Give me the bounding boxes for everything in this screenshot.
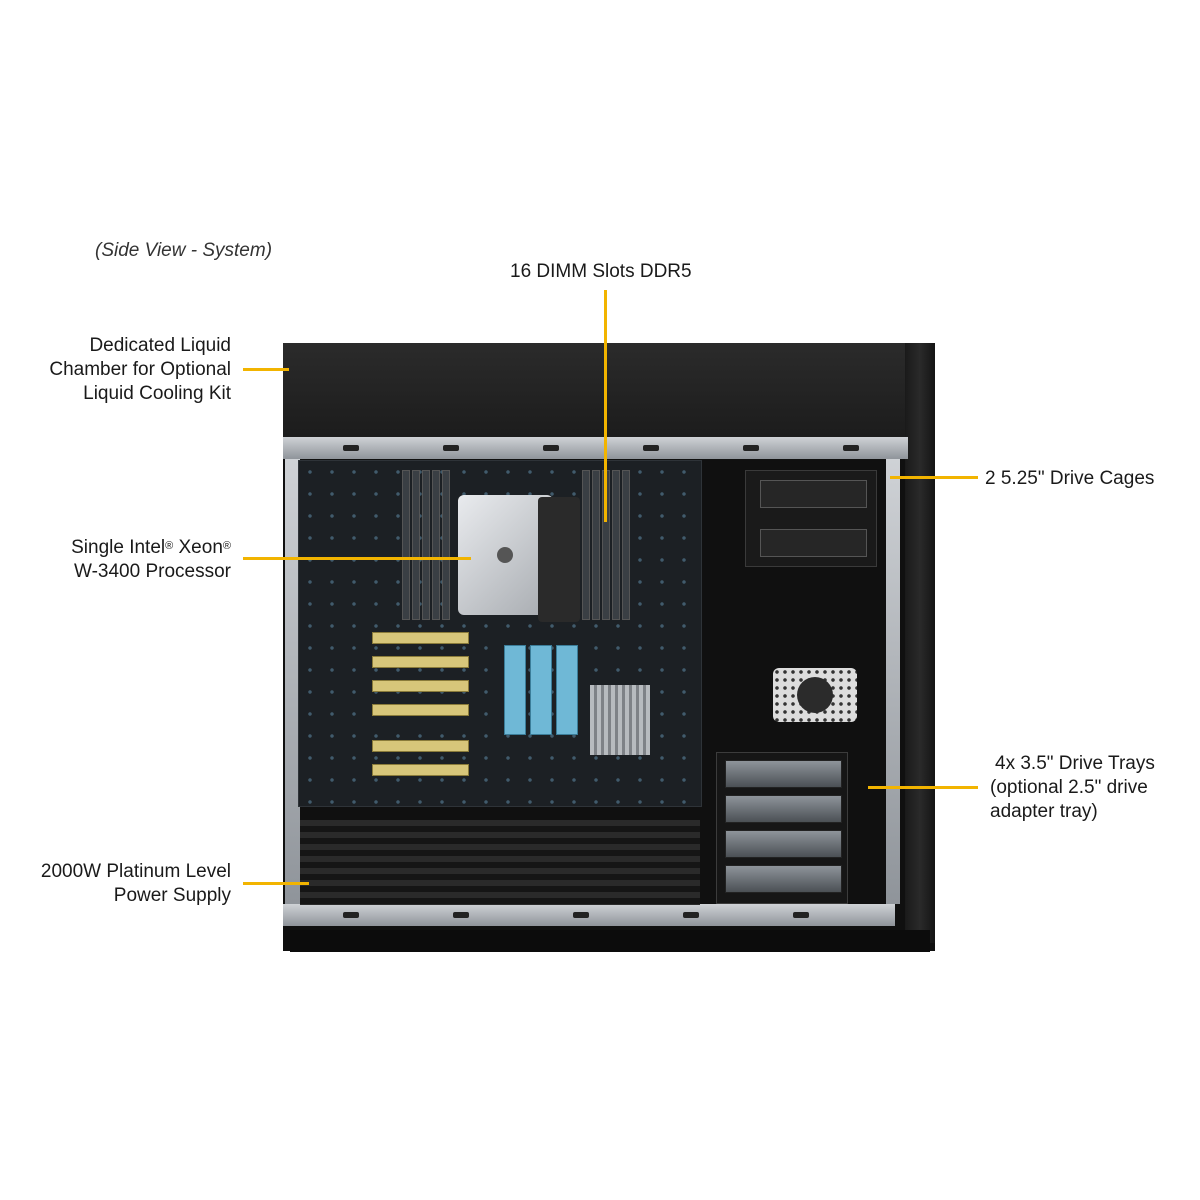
figure-caption: (Side View - System): [95, 240, 273, 261]
cpu-fan: [538, 497, 580, 622]
chipset-heatsink: [590, 685, 650, 755]
cpu-cooler-cap: [497, 547, 513, 563]
drive-bay-525: [760, 480, 867, 508]
label-liquid-chamber: Dedicated Liquid Chamber for Optional Li…: [49, 335, 231, 404]
fan-hub: [797, 677, 833, 713]
label-processor: Single Intel® Xeon® W-3400 Processor: [71, 537, 231, 582]
dimm-slot: [582, 470, 590, 620]
dimm-slot: [422, 470, 430, 620]
pcie-slot: [372, 764, 469, 776]
m2-drive: [556, 645, 578, 735]
chassis-side-edge: [905, 343, 935, 943]
dimm-slot: [592, 470, 600, 620]
label-drive-trays: 4x 3.5" Drive Trays (optional 2.5" drive…: [990, 753, 1155, 822]
leader-line-drive-trays: [868, 786, 978, 789]
pcie-slot: [372, 656, 469, 668]
pcie-slot: [372, 680, 469, 692]
liquid-chamber: [283, 343, 915, 438]
pcie-slot: [372, 632, 469, 644]
pcie-slot: [372, 740, 469, 752]
leader-line-psu: [243, 882, 309, 885]
dimm-slot: [612, 470, 620, 620]
dimm-slot: [622, 470, 630, 620]
drive-tray-35: [725, 865, 842, 893]
power-supply: [300, 820, 700, 905]
drive-tray-35: [725, 830, 842, 858]
pcie-slot: [372, 704, 469, 716]
bottom-rail: [283, 904, 895, 926]
m2-drive: [530, 645, 552, 735]
right-rail: [886, 459, 900, 904]
label-drive-cages: 2 5.25" Drive Cages: [985, 468, 1155, 489]
top-rail: [283, 437, 908, 459]
drive-bay-525: [760, 529, 867, 557]
drive-tray-35: [725, 760, 842, 788]
leader-line-drive-cages: [890, 476, 978, 479]
dimm-slot: [412, 470, 420, 620]
dimm-slot: [402, 470, 410, 620]
label-power-supply: 2000W Platinum Level Power Supply: [40, 861, 231, 906]
chassis-base: [290, 930, 930, 952]
leader-line-liquid: [243, 368, 289, 371]
label-dimm-slots: 16 DIMM Slots DDR5: [510, 261, 692, 282]
dimm-slot: [432, 470, 440, 620]
leader-line-dimm: [604, 290, 607, 522]
dimm-slot: [442, 470, 450, 620]
drive-tray-35: [725, 795, 842, 823]
m2-drive: [504, 645, 526, 735]
leader-line-processor: [243, 557, 471, 560]
left-rail: [285, 459, 300, 904]
